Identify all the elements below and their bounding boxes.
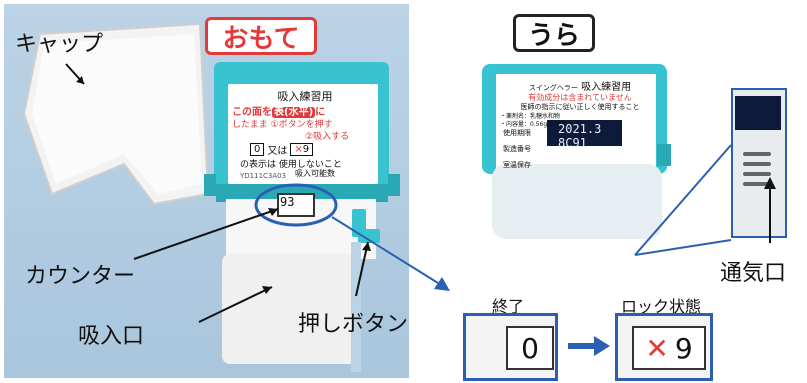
device-counter-legend: 0 又は ×9 bbox=[250, 142, 314, 157]
vent-inset bbox=[731, 88, 787, 238]
device-counter-value: 93 bbox=[280, 195, 295, 209]
instruction-highlight: 表(水平) bbox=[272, 107, 316, 118]
back-lot-value: 8C91 bbox=[558, 136, 587, 150]
legend-or: 又は bbox=[267, 146, 288, 157]
instruction-line1: この面を bbox=[232, 107, 272, 118]
device-front-title: 吸入練習用 bbox=[277, 90, 333, 103]
vent-illustration bbox=[735, 96, 781, 186]
lock-x-mark: ✕ bbox=[645, 331, 669, 365]
mouthpiece-label: 吸入口 bbox=[78, 324, 145, 349]
legend-x-mark: × bbox=[294, 144, 303, 155]
lot-code: YD111C3A03 bbox=[240, 172, 287, 180]
instruction-line1-end: に bbox=[315, 107, 326, 118]
push-button-label: 押しボタン bbox=[298, 312, 409, 337]
lock-counter-digit: 9 bbox=[674, 331, 693, 365]
instruction-line2: したまま ①ボタンを押す bbox=[232, 120, 333, 130]
end-counter-box: 0 bbox=[463, 313, 558, 381]
inhaler-front-illustration bbox=[22, 22, 400, 372]
back-brand: スイングヘラー bbox=[528, 84, 578, 92]
vent-label: 通気口 bbox=[720, 261, 787, 286]
instruction-line3: ②吸入する bbox=[305, 132, 350, 142]
front-photo bbox=[4, 4, 409, 378]
vent-arrow bbox=[764, 177, 776, 243]
lock-counter-box: ✕9 bbox=[615, 313, 713, 381]
legend-zero: 0 bbox=[250, 143, 265, 156]
no-use-text: の表示は 使用しないこと bbox=[240, 160, 342, 170]
counter-label: カウンター bbox=[25, 264, 136, 289]
front-label: おもて bbox=[205, 17, 317, 55]
back-label: うら bbox=[513, 14, 595, 52]
legend-x9-digit: 9 bbox=[302, 144, 310, 155]
back-title-row: スイングヘラー 吸入練習用 bbox=[500, 78, 660, 93]
end-label: 終了 bbox=[492, 297, 525, 316]
transition-arrow bbox=[568, 336, 610, 356]
counter-callout-arrow bbox=[331, 216, 450, 291]
device-front-instruction: この面を表(水平)に bbox=[232, 103, 382, 118]
legend-x9: ×9 bbox=[290, 143, 314, 156]
vent-callout-lines bbox=[634, 144, 732, 256]
back-content: ・薬剤名：乳糖水和物 bbox=[500, 113, 561, 120]
inhaler-back-illustration bbox=[482, 64, 671, 239]
back-title: 吸入練習用 bbox=[581, 82, 632, 93]
back-instruction: 医師の指示に従い正しく使用すること bbox=[520, 103, 640, 111]
lock-state-label: ロック状態 bbox=[621, 297, 702, 316]
back-lot-label: 製造番号 bbox=[503, 145, 531, 153]
cap-label: キャップ bbox=[15, 32, 104, 57]
remaining-label: 吸入可能数 bbox=[295, 169, 335, 178]
end-counter-digit: 0 bbox=[506, 326, 554, 370]
lock-counter-display: ✕9 bbox=[632, 326, 706, 370]
back-expiry-value: 2021.3 bbox=[558, 122, 602, 136]
back-expiry-label: 使用期限 bbox=[503, 129, 531, 137]
back-no-active: 有効成分は含まれていません bbox=[528, 93, 632, 102]
back-amount: ・内容量：0.56g(100吸入分) bbox=[500, 121, 582, 128]
back-storage: 室温保存 bbox=[503, 161, 531, 169]
